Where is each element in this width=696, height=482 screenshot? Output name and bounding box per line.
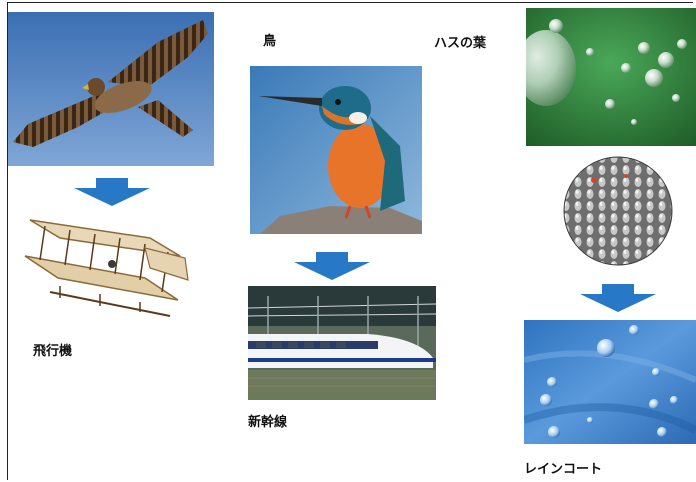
shinkansen-label: 新幹線 <box>248 415 288 430</box>
slide-frame <box>7 2 693 480</box>
raincoat-label: レインコート <box>524 462 603 477</box>
hawk-photo <box>8 12 214 166</box>
lotus-microscope-photo <box>560 152 676 270</box>
arrow-down-icon <box>294 252 370 280</box>
arrow-down-icon <box>580 284 656 312</box>
raincoat-fabric-photo <box>524 320 696 444</box>
lotus-label: ハスの葉 <box>434 36 487 51</box>
kingfisher-photo <box>250 66 422 234</box>
shinkansen-photo <box>248 286 436 400</box>
lotus-leaf-photo <box>526 8 696 146</box>
airplane-label: 飛行機 <box>33 344 73 359</box>
arrow-down-icon <box>74 178 150 206</box>
wright-flyer-illustration <box>20 208 196 326</box>
bird-label: 鳥 <box>263 34 277 49</box>
